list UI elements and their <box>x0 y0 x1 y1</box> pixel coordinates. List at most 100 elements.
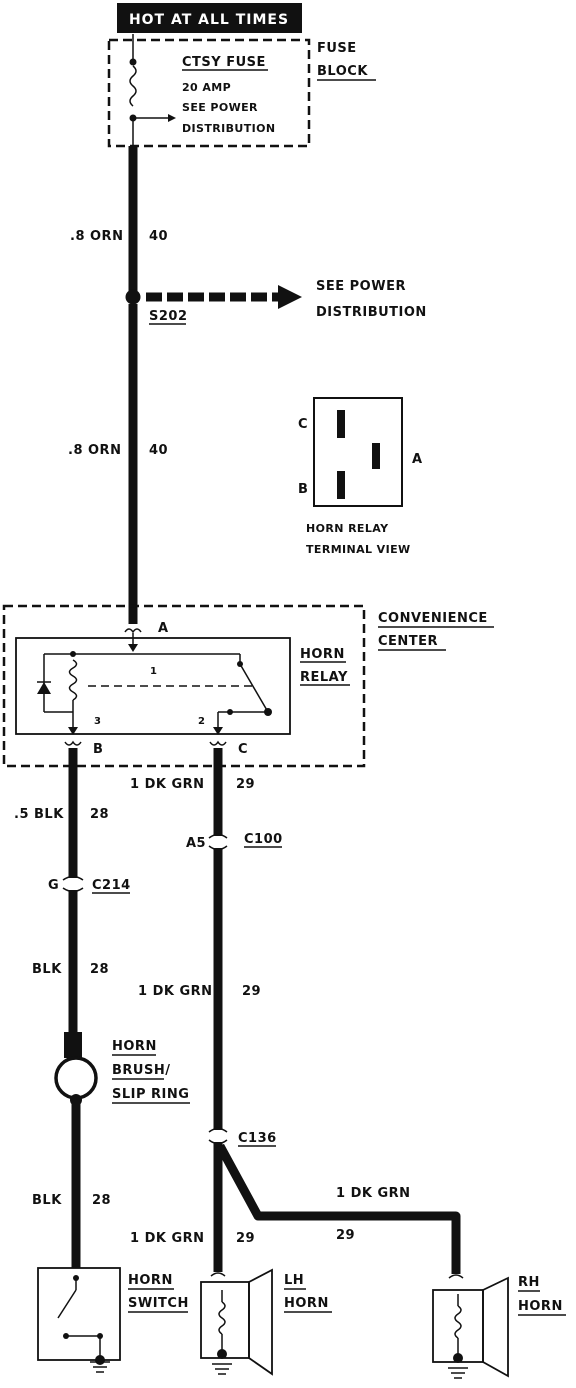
horn-relay-outline <box>15 637 291 735</box>
relay-pin-b-label: B <box>298 482 308 497</box>
fuse-tap-arrow-icon <box>168 114 176 122</box>
relay-caption-2: TERMINAL VIEW <box>306 543 411 556</box>
terminal-b-label: B <box>93 742 103 757</box>
convenience-center-outline <box>2 604 366 768</box>
splice-branch-arrow-icon <box>278 285 302 309</box>
rh-horn-coil-icon <box>454 1305 462 1339</box>
wire-blk-middle-label: BLK <box>32 962 62 977</box>
lh-horn-coil-icon <box>218 1301 226 1335</box>
header-title: HOT AT ALL TIMES <box>129 12 289 28</box>
convenience-center-label-2: CENTER <box>378 634 438 649</box>
terminal-c-label: C <box>238 742 248 757</box>
wire-dkgrn-rh-label: 1 DK GRN <box>336 1186 411 1201</box>
horn-relay-label-2: RELAY <box>300 670 348 685</box>
wire-blk-upper-label: .5 BLK <box>14 807 64 822</box>
fuse-block-label-2: BLOCK <box>317 64 368 79</box>
fuse-name: CTSY FUSE <box>182 55 266 70</box>
wire-dkgrn-rh-circuit: 29 <box>336 1228 355 1243</box>
terminal-a-label: A <box>158 621 169 636</box>
splice-id: S202 <box>149 309 188 324</box>
relay-terminal-view: C B A HORN RELAY TERMINAL VIEW <box>298 397 423 556</box>
convenience-center-label-1: CONVENIENCE <box>378 611 488 626</box>
convenience-center: CONVENIENCE CENTER HORN RELAY A 1 <box>2 604 494 768</box>
wire-dkgrn-middle-label: 1 DK GRN <box>138 984 213 999</box>
wire-dkgrn-upper-circuit: 29 <box>236 777 255 792</box>
blk-circuit-28: .5 BLK 28 G C214 BLK 28 HORN BRUSH/ SLIP… <box>14 748 190 1373</box>
rh-horn: RH HORN <box>432 1274 566 1379</box>
horn-brush-icon <box>64 1032 82 1058</box>
fuse-block-label-1: FUSE <box>317 41 357 56</box>
relay-caption-1: HORN RELAY <box>306 522 389 535</box>
fuse-element-icon <box>129 65 137 107</box>
header-background <box>117 3 302 33</box>
fuse-note-2: DISTRIBUTION <box>182 122 275 135</box>
c100-pin: A5 <box>186 836 206 851</box>
relay-pin-a-blade <box>372 443 380 469</box>
c214-label: C214 <box>92 878 131 893</box>
splice-note-1: SEE POWER <box>316 279 406 294</box>
fuse-terminal-top <box>129 58 137 66</box>
horn-brush-label-3: SLIP RING <box>112 1087 189 1102</box>
wire-orn-upper-label: .8 ORN <box>70 229 123 244</box>
relay-output-c-arrow-icon <box>213 727 223 735</box>
rh-horn-ground-dot <box>453 1353 463 1363</box>
wire-orn-upper-circuit: 40 <box>149 229 168 244</box>
lh-horn-label-2: HORN <box>284 1296 329 1311</box>
fuse-note-1: SEE POWER <box>182 101 258 114</box>
rh-horn-ground-icon <box>448 1367 468 1379</box>
relay-input-arrow-icon <box>128 644 138 652</box>
rh-horn-label-2: HORN <box>518 1299 563 1314</box>
wire-blk-lower-circuit: 28 <box>92 1193 111 1208</box>
terminal-a-connector-icon <box>124 628 142 634</box>
wire-orn-lower-label: .8 ORN <box>68 443 121 458</box>
lh-horn-connector-icon <box>210 1272 226 1277</box>
rh-horn-bell-icon <box>482 1276 509 1378</box>
lh-horn-ground-icon <box>212 1363 232 1375</box>
horn-switch-label-1: HORN <box>128 1273 173 1288</box>
relay-pin-3: 3 <box>94 716 101 727</box>
lh-horn-ground-dot <box>217 1349 227 1359</box>
terminal-c-connector-icon <box>209 740 227 746</box>
fuse-block-outline <box>107 38 311 148</box>
wire-dkgrn-lh-label: 1 DK GRN <box>130 1231 205 1246</box>
fuse-rating: 20 AMP <box>182 81 231 94</box>
terminal-b-connector-icon <box>64 740 82 746</box>
diode-icon <box>37 682 51 694</box>
connector-c136-icon <box>208 1127 228 1145</box>
horn-relay-label-1: HORN <box>300 647 345 662</box>
fuse-block: CTSY FUSE 20 AMP SEE POWER DISTRIBUTION … <box>107 34 376 148</box>
dkgrn-circuit-29: 1 DK GRN 29 A5 C100 1 DK GRN 29 C136 1 D… <box>130 748 461 1274</box>
switch-blade <box>57 1289 77 1319</box>
relay-pin-b-blade <box>337 471 345 499</box>
wire-dkgrn-upper-label: 1 DK GRN <box>130 777 205 792</box>
relay-pin-2: 2 <box>198 716 205 727</box>
splice-s202-icon <box>125 289 141 305</box>
lh-horn-bell-icon <box>248 1268 273 1376</box>
switch-ground-dot <box>95 1355 105 1365</box>
connector-c214-icon <box>62 875 84 893</box>
relay-coil-icon <box>68 659 78 701</box>
wire-blk-middle-circuit: 28 <box>90 962 109 977</box>
relay-pin-1: 1 <box>150 666 157 677</box>
slip-ring-icon <box>54 1056 98 1100</box>
relay-output-b-arrow-icon <box>68 727 78 735</box>
c214-pin: G <box>48 878 59 893</box>
relay-contact-arm <box>239 663 269 713</box>
slip-ring-node <box>70 1094 82 1106</box>
connector-c100-icon <box>208 833 228 851</box>
horn-brush-label-2: BRUSH/ <box>112 1063 170 1078</box>
wire-dkgrn-middle-circuit: 29 <box>242 984 261 999</box>
c136-label: C136 <box>238 1131 277 1146</box>
relay-pin-c-label: C <box>298 417 308 432</box>
wire-dkgrn-lh-circuit: 29 <box>236 1231 255 1246</box>
wire-orn-lower-circuit: 40 <box>149 443 168 458</box>
horn-brush-label-1: HORN <box>112 1039 157 1054</box>
header: HOT AT ALL TIMES <box>117 3 302 33</box>
lh-horn-label-1: LH <box>284 1273 304 1288</box>
wire-blk-upper-circuit: 28 <box>90 807 109 822</box>
relay-pin-c-blade <box>337 410 345 438</box>
relay-pin-a-label: A <box>412 452 423 467</box>
splice-note-2: DISTRIBUTION <box>316 305 427 320</box>
horn-switch-outline <box>37 1267 121 1361</box>
